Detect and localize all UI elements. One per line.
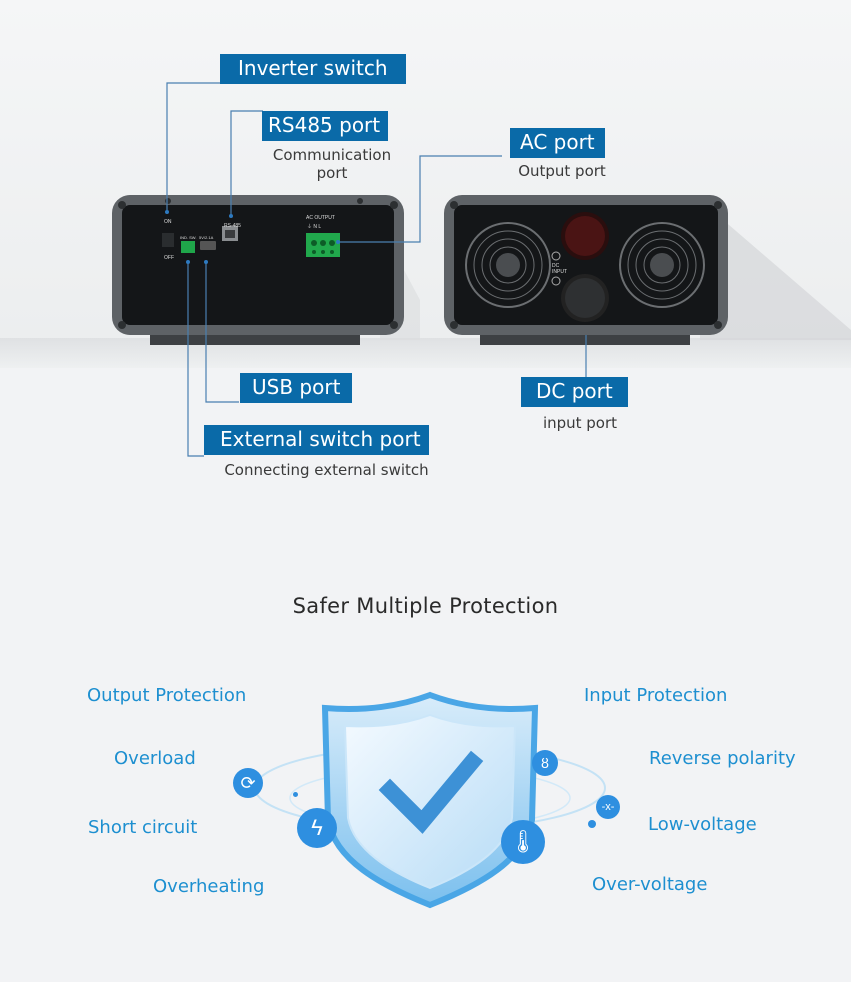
over-voltage-label: Over-voltage (592, 874, 708, 895)
overheating-label: Overheating (153, 876, 265, 897)
off-label: OFF (164, 255, 174, 261)
protection-title: Safer Multiple Protection (292, 594, 559, 618)
external-switch-sublabel: Connecting external switch (224, 461, 429, 479)
dc-input-label: DC INPUT (552, 263, 567, 275)
rs485-sublabel: Communication port (272, 146, 392, 182)
output-protection-label: Output Protection (87, 685, 247, 706)
dc-port-callout: DC port (521, 377, 628, 407)
orbit-dot (588, 820, 596, 828)
usb-port-callout: USB port (240, 373, 353, 403)
lightning-icon: ϟ (297, 808, 337, 848)
orbit-dot (293, 792, 298, 797)
plug-icon: ȣ (532, 750, 558, 776)
callout-lines (165, 82, 587, 457)
refresh-icon: ⟳ (233, 768, 263, 798)
dc-port-sublabel: input port (542, 414, 618, 432)
rs485-small-label: RS-485 (224, 223, 241, 229)
checkmark-icon (378, 750, 484, 834)
on-label: ON (164, 219, 172, 225)
inverter-back-panel (444, 195, 728, 345)
external-switch-callout: External switch port (204, 425, 429, 455)
inverter-front-panel (112, 195, 404, 345)
ext-switch-small-label: IND. SW. (180, 235, 197, 240)
ac-pins-label: ⏚ N L (307, 224, 322, 230)
low-voltage-label: Low-voltage (648, 814, 757, 835)
ac-output-label: AC OUTPUT (306, 215, 335, 221)
rs485-callout: RS485 port (262, 111, 389, 141)
overload-label: Overload (114, 748, 196, 769)
x-icon: -x- (596, 795, 620, 819)
ac-port-sublabel: Output port (518, 162, 606, 180)
ac-port-callout: AC port (510, 128, 605, 158)
floor-shadow (0, 338, 851, 368)
usb-small-label: 5V/2.1A (199, 235, 214, 240)
thermometer-icon: 🌡 (501, 820, 545, 864)
shield-graphic (254, 691, 606, 909)
reverse-polarity-label: Reverse polarity (649, 748, 796, 769)
inverter-switch-callout: Inverter switch (220, 54, 406, 84)
short-circuit-label: Short circuit (88, 817, 198, 838)
input-protection-label: Input Protection (584, 685, 728, 706)
